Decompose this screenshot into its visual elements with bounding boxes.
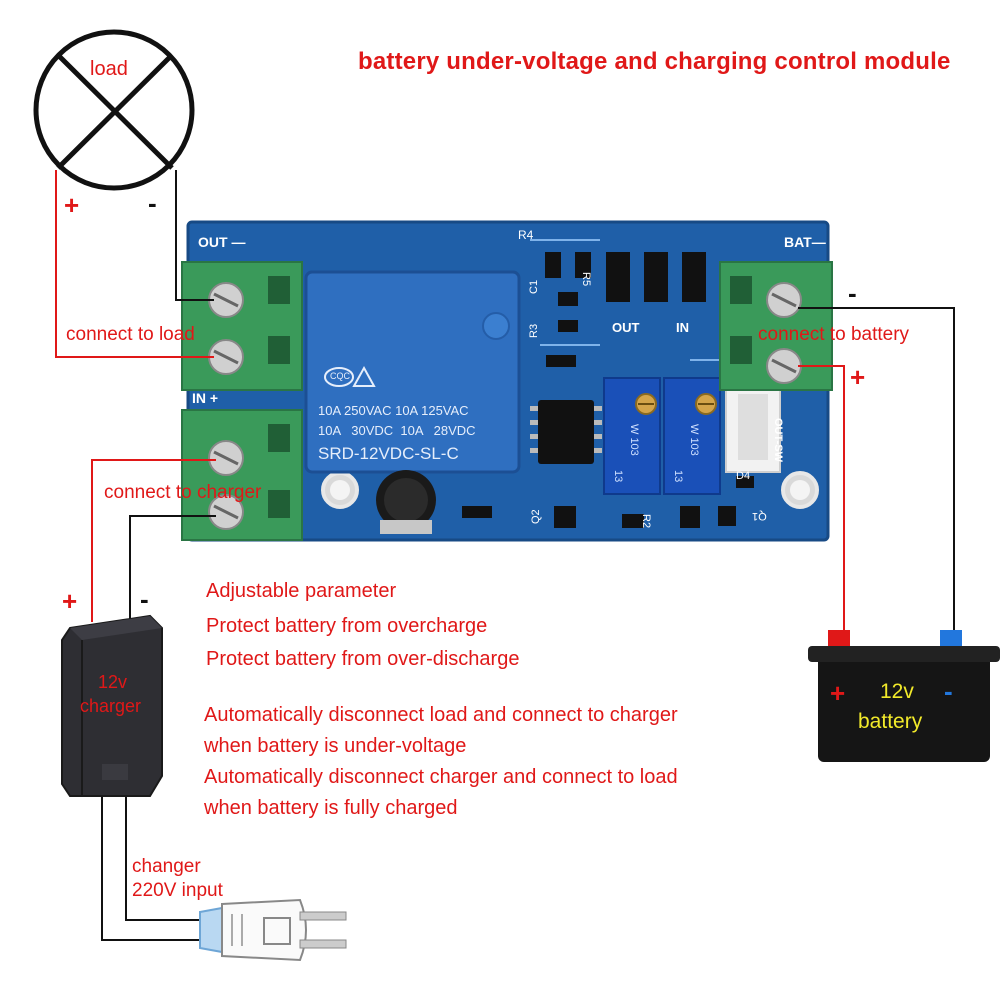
- board-bat-label: BAT—: [784, 234, 826, 250]
- battery-label-line2: battery: [858, 710, 923, 733]
- wire-load-minus: [175, 170, 214, 301]
- feature-item: when battery is under-voltage: [204, 735, 467, 757]
- relay-brand: CQC: [330, 371, 350, 381]
- load-minus-sign: -: [148, 188, 157, 218]
- charger-plus-sign: +: [62, 586, 78, 616]
- wire-plug-1: [101, 796, 212, 941]
- ic-chip: [530, 400, 602, 464]
- charger-label-line2: charger: [80, 696, 142, 716]
- feature-item: Automatically disconnect charger and con…: [204, 766, 678, 788]
- diagram-title: battery under-voltage and charging contr…: [358, 48, 951, 75]
- feature-item: Automatically disconnect load and connec…: [204, 704, 678, 726]
- connect-to-battery-label: connect to battery: [758, 324, 910, 345]
- terminal-input: [181, 409, 303, 541]
- feature-item: Adjustable parameter: [206, 580, 397, 602]
- relay-rating-line1: 10A 250VAC 10A 125VAC: [318, 403, 469, 418]
- wire-load-plus: [55, 170, 214, 358]
- battery-minus-sign: -: [848, 278, 857, 308]
- battery-body: [808, 630, 1000, 762]
- out-sw-connector: [725, 381, 781, 473]
- wire-battery-minus: [798, 307, 955, 640]
- charger-minus-sign: -: [140, 584, 149, 614]
- battery-plus-sign: +: [850, 362, 866, 392]
- charger-label-line1: 12v: [98, 672, 128, 692]
- connect-to-charger-label: connect to charger: [104, 482, 262, 503]
- load-label: load: [90, 58, 128, 80]
- connect-to-load-label: connect to load: [66, 324, 195, 345]
- board-pot-out-label: OUT: [612, 320, 640, 335]
- board-out-sw-label: OUT-SW: [772, 418, 784, 462]
- potentiometer-out: [603, 377, 661, 495]
- battery-terminal-plus: +: [830, 678, 846, 708]
- plug-label-line1: changer: [132, 856, 201, 877]
- potentiometer-in: [663, 377, 721, 495]
- wire-charger-plus: [91, 459, 216, 622]
- pot-in-number: 13: [672, 470, 684, 483]
- terminal-output: [181, 261, 303, 391]
- battery-label-line1: 12v: [880, 680, 914, 703]
- pot-out-number: 13: [612, 470, 624, 483]
- board-r2-label: R2: [640, 514, 652, 529]
- charger-body: [61, 614, 163, 797]
- board-r5-label: R5: [580, 272, 592, 287]
- board-c1-label: C1: [528, 279, 540, 294]
- board-out-label: OUT —: [198, 234, 246, 250]
- pot-out-marking: W 103: [628, 424, 640, 456]
- smd-components: [462, 252, 754, 528]
- feature-item: Protect battery from over-discharge: [206, 648, 520, 670]
- board-r4-label: R4: [518, 228, 534, 242]
- electrolytic-capacitor: [376, 470, 436, 534]
- wire-charger-minus: [129, 515, 216, 622]
- feature-item: when battery is fully charged: [204, 797, 458, 819]
- wire-plug-2: [125, 796, 212, 921]
- battery-terminal-minus: -: [944, 676, 953, 706]
- feature-item: Protect battery from overcharge: [206, 615, 488, 637]
- load-plus-sign: +: [64, 190, 80, 220]
- board-q1-label: Q1: [752, 510, 767, 522]
- board-pot-in-label: IN: [676, 320, 689, 335]
- board-q2-label: Q2: [530, 509, 542, 524]
- board-in-label: IN +: [192, 390, 219, 406]
- relay-rating-line2: 10A 30VDC 10A 28VDC: [318, 423, 476, 438]
- wire-battery-plus: [798, 365, 845, 640]
- board-d4-label: D4: [736, 470, 751, 482]
- plug-label-line2: 220V input: [132, 880, 223, 901]
- wires: [55, 170, 955, 941]
- load-lamp-symbol: [33, 29, 195, 191]
- power-plug: [199, 898, 347, 962]
- board-r3-label: R3: [528, 323, 540, 338]
- pot-in-marking: W 103: [688, 424, 700, 456]
- terminal-battery: [719, 261, 833, 391]
- relay-model: SRD-12VDC-SL-C: [318, 444, 459, 463]
